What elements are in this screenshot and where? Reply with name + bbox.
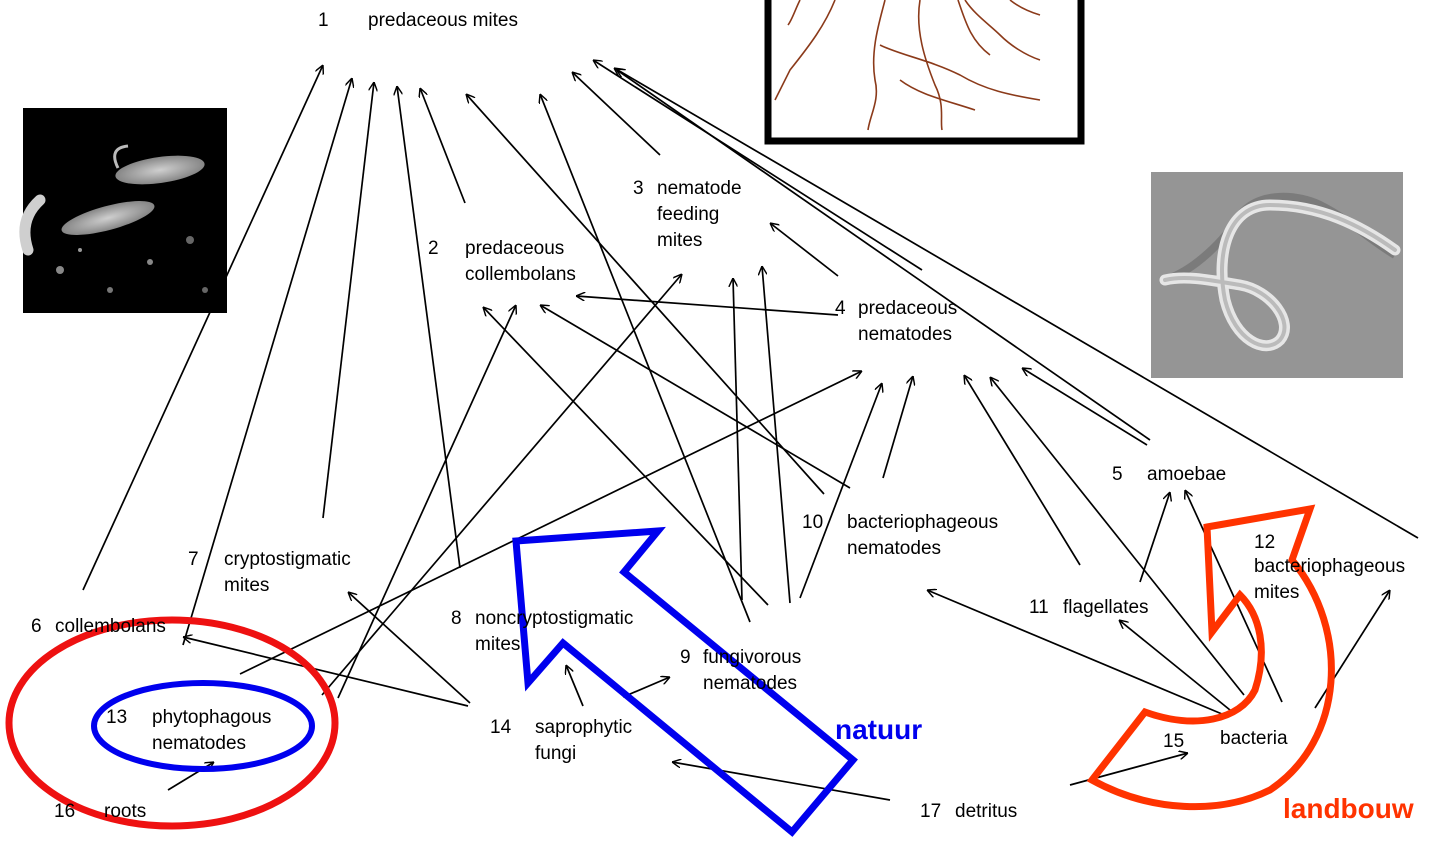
node-label-amoebae: amoebae — [1147, 464, 1227, 485]
food-web-arrows — [82, 60, 1419, 801]
node-label-predaceous-nematodes: predaceous nematodes — [858, 298, 958, 345]
node-number: 8 — [451, 608, 462, 629]
nematode-photo — [1151, 172, 1403, 378]
collembolan-photo — [19, 108, 227, 313]
natuur-arrow — [512, 526, 858, 837]
node-number: 5 — [1112, 464, 1123, 485]
node-number: 16 — [54, 801, 76, 822]
node-label-bacteria: bacteria — [1220, 728, 1288, 749]
node-number: 9 — [680, 647, 691, 668]
node-number: 6 — [31, 616, 42, 637]
node-number: 4 — [835, 298, 846, 319]
node-label-noncryptostigmatic-mites: noncryptostigmatic mites — [475, 608, 634, 655]
node-number: 7 — [188, 549, 199, 570]
red-ellipse — [5, 616, 339, 830]
landbouw-label: landbouw — [1283, 793, 1414, 824]
node-label-saprophytic-fungi: saprophytic fungi — [535, 717, 633, 764]
node-number: 2 — [428, 238, 439, 259]
node-label-cryptostigmatic-mites: cryptostigmatic mites — [224, 549, 351, 596]
node-number: 14 — [490, 717, 512, 738]
node-label-detritus: detritus — [955, 801, 1018, 822]
node-label-nematode-feeding-mites: nematode feeding mites — [657, 178, 742, 251]
root-drawing — [764, 0, 1085, 145]
node-label-fungivorous-nematodes: fungivorous nematodes — [703, 647, 802, 694]
node-label-phytophagous-nematodes: phytophagous nematodes — [152, 707, 272, 754]
node-number: 10 — [802, 512, 824, 533]
node-label-predaceous-mites: predaceous mites — [368, 10, 518, 31]
natuur-label: natuur — [835, 714, 923, 745]
landbouw-arrow — [1086, 504, 1335, 811]
node-number: 3 — [633, 178, 644, 199]
node-label-roots: roots — [104, 801, 147, 822]
node-number: 17 — [920, 801, 942, 822]
node-number: 15 — [1163, 731, 1185, 752]
blue-ellipse — [91, 680, 315, 772]
node-label-bacteriophageous-nematodes: bacteriophageous nematodes — [847, 512, 999, 559]
node-label-collembolans: collembolans — [55, 616, 166, 637]
node-number: 11 — [1029, 597, 1049, 618]
node-label-predaceous-collembolans: predaceous collembolans — [465, 238, 576, 285]
node-number: 12 — [1254, 532, 1276, 553]
node-number: 13 — [106, 707, 128, 728]
node-label-bacteriophageous-mites: bacteriophageous mites — [1254, 556, 1406, 603]
node-number: 1 — [318, 10, 329, 31]
node-label-flagellates: flagellates — [1063, 597, 1149, 618]
